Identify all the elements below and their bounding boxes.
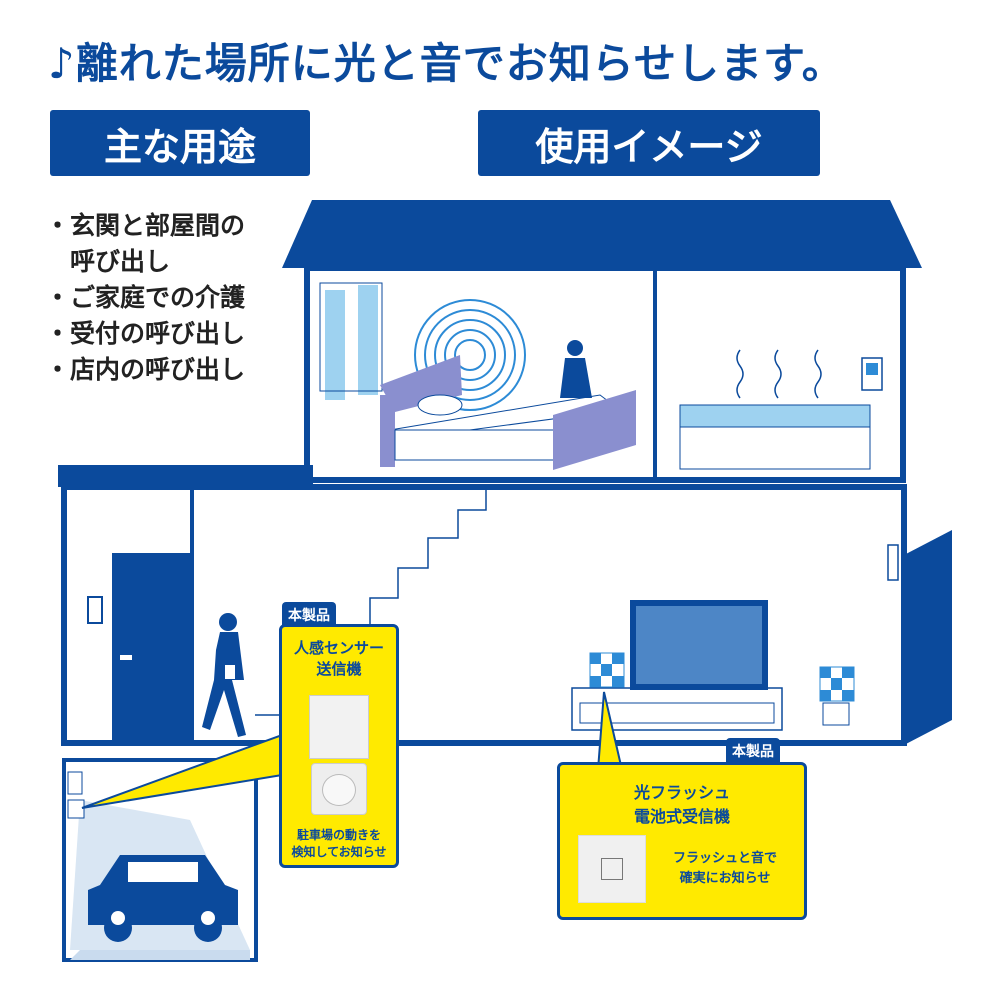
tv-stand [571,687,783,731]
receiver-desc: フラッシュと音で 確実にお知らせ [660,849,790,889]
side-door [904,530,952,745]
steam [736,349,822,399]
sensor-callout: 人感センサー 送信機 駐車場の動きを 検知してお知らせ [279,624,399,868]
car-headlight [201,911,215,925]
receiver-on-stand [589,652,625,688]
door-handle [120,655,132,660]
tv-stand-drawer [579,702,775,724]
receiver-desc-2: 確実にお知らせ [679,871,771,886]
headline: ♪離れた場所に光と音でお知らせします。 [48,39,845,88]
bed [380,355,636,470]
sensor-lens [311,763,367,815]
upper-floor [304,265,906,483]
curtains [319,282,383,400]
receiver-title-2: 電池式受信機 [633,807,730,826]
image-title: 使用イメージ [478,110,820,176]
sensor-product-image [309,695,369,759]
use-item: ・受付の呼び出し [45,319,246,348]
person-on-bed [560,340,592,398]
uses-list: ・玄関と部屋間の 呼び出し ・ご家庭での介護 ・受付の呼び出し ・店内の呼び出し [45,208,245,388]
receiver-desc-1: フラッシュと音で [672,851,777,866]
bathtub [679,404,871,470]
tv-screen [636,606,762,684]
car-icon [88,855,238,942]
use-item: 呼び出し [45,247,171,276]
wall-switch [87,596,103,624]
entrance-door [112,553,192,743]
use-item: ・店内の呼び出し [45,355,246,384]
sensor-device [67,771,83,795]
sensor-product-tag: 本製品 [282,602,336,628]
receiver-product-image [578,835,646,903]
sensor-desc-1: 駐車場の動きを [296,828,381,842]
receiver-flash-window [601,858,623,880]
sensor-desc: 駐車場の動きを 検知してお知らせ [282,827,396,861]
sensor-title-2: 送信機 [316,660,362,678]
use-item: ・玄関と部屋間の [45,211,246,240]
car-window [128,862,198,882]
sensor-desc-2: 検知してお知らせ [291,845,387,859]
lower-roof [58,465,313,487]
person-walking [202,613,246,737]
receiver-on-outlet [819,666,855,726]
receiver-callout-pointer [596,691,624,771]
transmitter-in-hand [225,665,235,679]
receiver-callout: 光フラッシュ 電池式受信機 フラッシュと音で 確実にお知らせ [557,762,807,920]
wall-panel [887,544,899,581]
receiver-title-1: 光フラッシュ [633,783,730,802]
car-headlight [111,911,125,925]
sensor-title-1: 人感センサー [293,639,384,657]
sensor-lens-dome [322,774,356,806]
use-item: ・ご家庭での介護 [45,283,246,312]
receiver-product-tag: 本製品 [726,738,780,764]
sound-waves [414,299,526,411]
sensor-device-lens [67,799,85,819]
bath-panel-screen [866,363,878,375]
garage-floor [70,950,250,960]
roof [282,200,922,268]
uses-title: 主な用途 [50,110,310,176]
